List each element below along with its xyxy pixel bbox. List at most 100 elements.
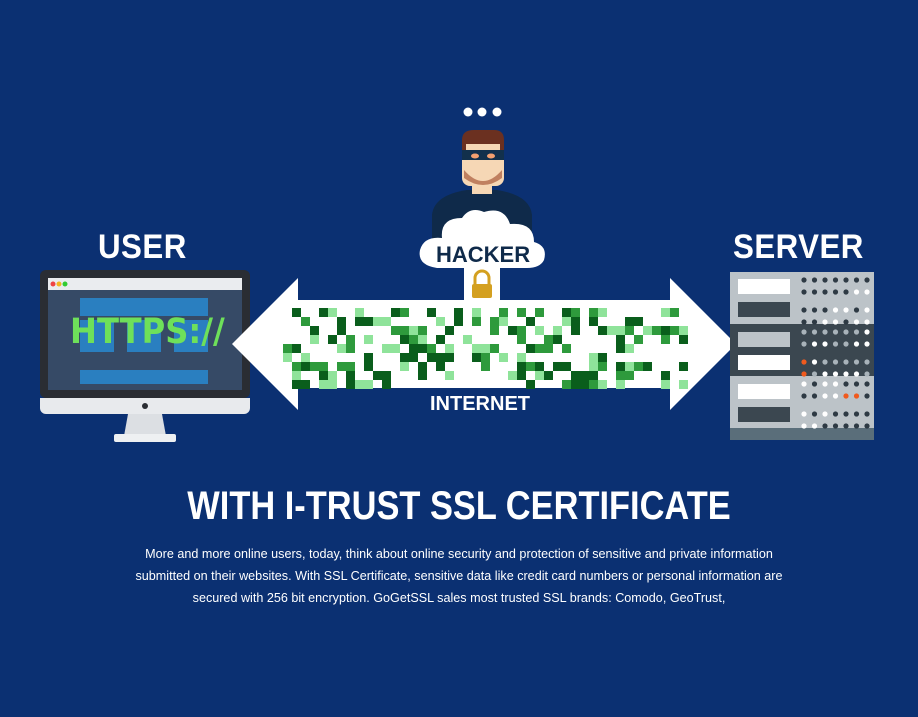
data-pixel (382, 371, 391, 380)
data-pixel (589, 317, 598, 326)
paragraph-line: secured with 256 bit encryption. GoGetSS… (192, 591, 726, 605)
server-led (822, 329, 828, 335)
server-led (832, 393, 839, 399)
data-pixel (535, 308, 544, 317)
server-led (832, 381, 839, 387)
server-led (843, 411, 849, 417)
hacker-label: HACKER (436, 242, 531, 267)
server-led (853, 307, 860, 313)
data-pixel (454, 317, 463, 326)
data-pixel (625, 344, 634, 353)
data-pixel (544, 371, 553, 380)
data-pixel (364, 362, 373, 371)
data-pixel (625, 317, 634, 326)
data-pixel (526, 362, 535, 371)
user-label: USER (98, 228, 187, 266)
data-pixel (544, 335, 553, 344)
server-led (811, 277, 818, 283)
server-led (853, 371, 860, 377)
data-pixel (661, 335, 670, 344)
data-pixel (508, 326, 517, 335)
server-led (801, 423, 807, 429)
paragraph-line: submitted on their websites. With SSL Ce… (135, 569, 783, 583)
server-led (801, 289, 807, 295)
server-led (811, 423, 818, 429)
hacker-icon (419, 107, 545, 300)
data-pixel (625, 362, 634, 371)
data-pixel (562, 344, 571, 353)
data-pixel (319, 362, 328, 371)
server-led (801, 277, 807, 283)
data-pixel (499, 353, 508, 362)
data-pixel (418, 371, 427, 380)
data-pixel (292, 371, 301, 380)
server-led (853, 359, 860, 365)
double-arrow-icon (232, 278, 736, 410)
data-pixel (508, 371, 517, 380)
server-led (864, 359, 870, 365)
server-led (853, 393, 860, 399)
data-pixel (382, 380, 391, 389)
data-pixel (490, 344, 499, 353)
server-led (822, 277, 828, 283)
data-pixel (409, 353, 418, 362)
server-led (811, 381, 818, 387)
data-pixel (445, 326, 454, 335)
data-pixel (283, 344, 292, 353)
data-pixel (679, 380, 688, 389)
data-pixel (418, 335, 427, 344)
data-pixel (337, 362, 346, 371)
data-pixel (373, 317, 382, 326)
data-pixel (571, 380, 580, 389)
server-led (801, 381, 807, 387)
data-pixel (463, 335, 472, 344)
data-pixel (607, 326, 616, 335)
data-pixel (598, 353, 607, 362)
server-led (843, 289, 849, 295)
data-pixel (553, 335, 562, 344)
server-led (822, 319, 828, 325)
data-pixel (616, 371, 625, 380)
server-led (864, 381, 870, 387)
data-pixel (445, 344, 454, 353)
data-pixel (634, 335, 643, 344)
data-pixel (292, 380, 301, 389)
data-pixel (445, 353, 454, 362)
data-pixel (355, 317, 364, 326)
data-pixel (418, 326, 427, 335)
data-pixel (301, 317, 310, 326)
server-led (843, 371, 849, 377)
data-pixel (409, 335, 418, 344)
server-led (832, 341, 839, 347)
data-pixel (589, 308, 598, 317)
server-led (801, 319, 807, 325)
data-pixel (400, 326, 409, 335)
data-pixel (589, 380, 598, 389)
server-led (811, 341, 818, 347)
data-pixel (310, 362, 319, 371)
paragraph-line: More and more online users, today, think… (145, 547, 773, 561)
data-pixel (517, 362, 526, 371)
server-led (843, 381, 849, 387)
data-pixel (634, 317, 643, 326)
data-pixel (301, 380, 310, 389)
data-pixel (526, 380, 535, 389)
data-pixel (283, 353, 292, 362)
data-pixel (472, 344, 481, 353)
data-pixel (292, 308, 301, 317)
data-pixel (400, 362, 409, 371)
server-led (864, 393, 870, 399)
data-pixel (517, 371, 526, 380)
headline: WITH I-TRUST SSL CERTIFICATE (187, 484, 731, 528)
server-led (811, 371, 818, 377)
data-pixel (400, 308, 409, 317)
server-label: SERVER (733, 228, 864, 266)
data-pixel (661, 371, 670, 380)
server-led (811, 411, 818, 417)
server-led (811, 393, 818, 399)
data-pixel (580, 371, 589, 380)
data-pixel (301, 362, 310, 371)
data-pixel (598, 362, 607, 371)
data-pixel (337, 317, 346, 326)
data-pixel (535, 344, 544, 353)
